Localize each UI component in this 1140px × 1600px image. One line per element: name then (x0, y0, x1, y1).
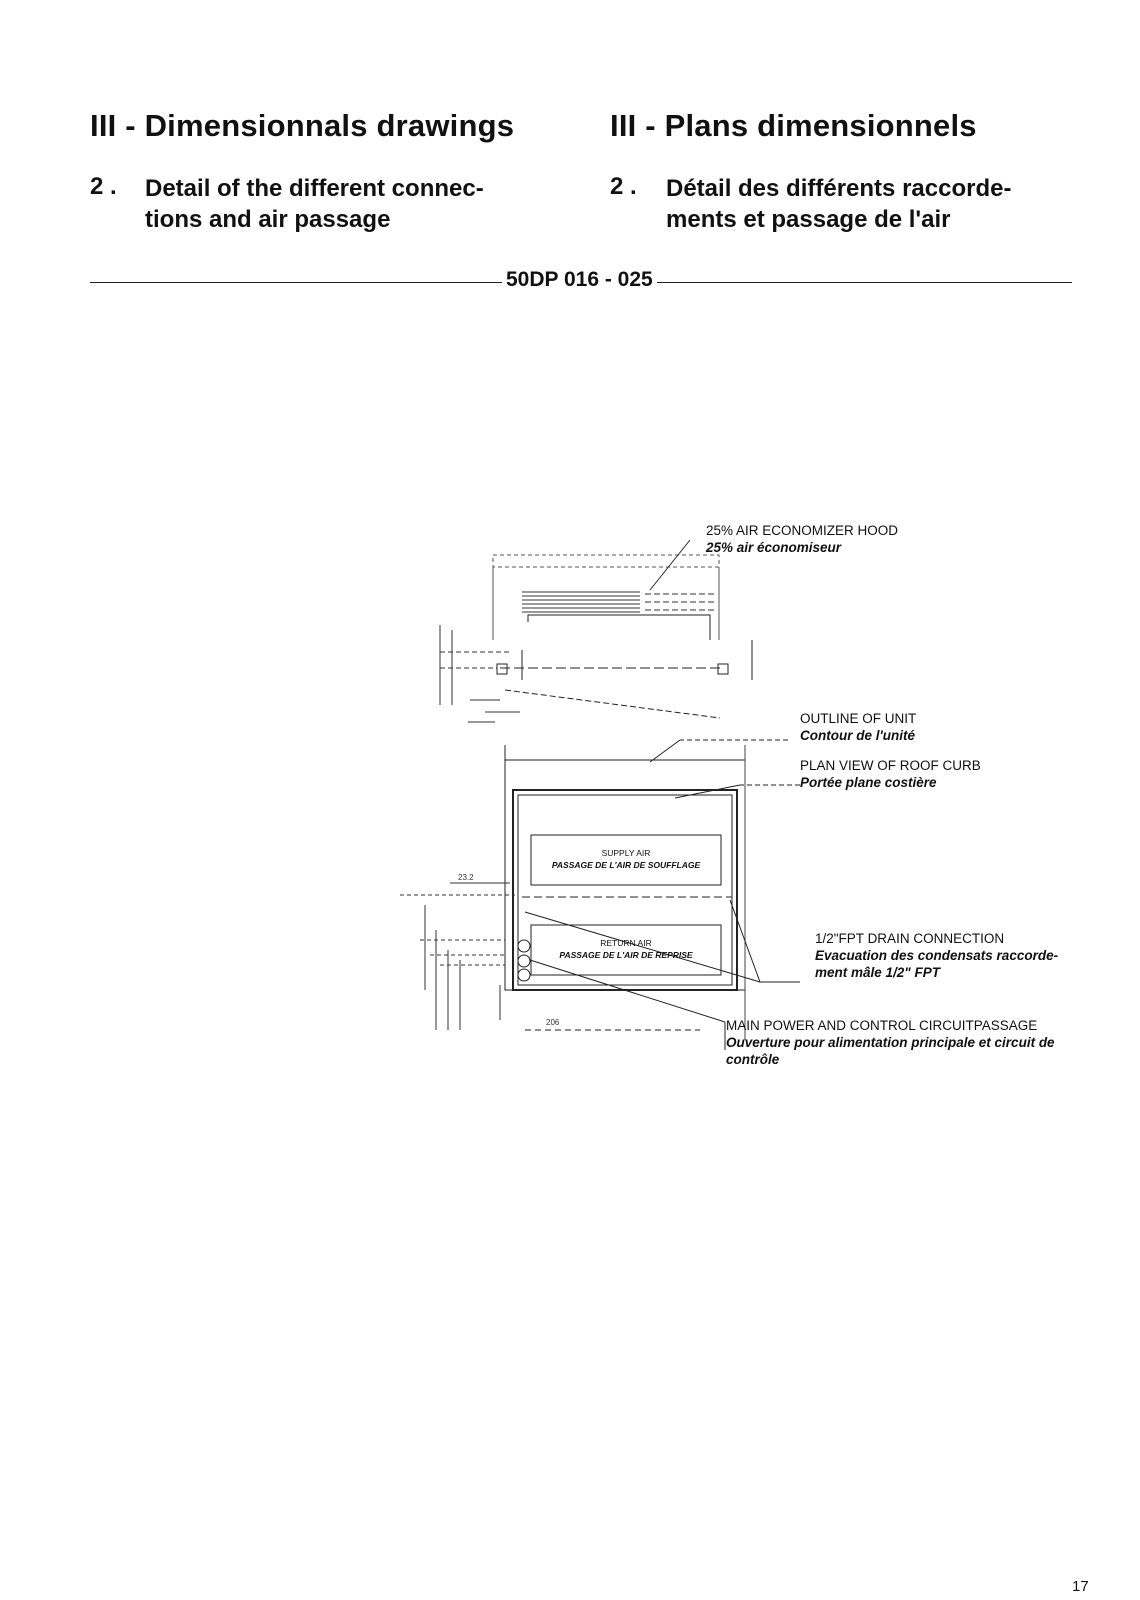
supply-air-label-fr: PASSAGE DE L'AIR DE SOUFFLAGE (552, 860, 701, 870)
callout-drain-fr-line2: ment mâle 1/2" FPT (815, 965, 940, 980)
callout-outline-en: OUTLINE OF UNIT (800, 711, 917, 726)
right-subsection-title-line1: Détail des différents raccorde- (666, 175, 1012, 202)
callout-drain-fr-line1: Evacuation des condensats raccorde- (815, 948, 1059, 963)
dim-bottom-label: 206 (546, 1018, 560, 1027)
leader-curb-diag (674, 784, 741, 799)
hood-right-bracket (717, 663, 729, 675)
model-range: 50DP 016 - 025 (502, 268, 657, 292)
hood-body (527, 614, 711, 640)
knockout-1 (517, 939, 531, 953)
hood-left-bracket (496, 663, 508, 675)
right-section-title: III - Plans dimensionnels (610, 108, 977, 143)
leader-outline-diag (649, 739, 681, 763)
upper-left-dimensions (439, 625, 520, 723)
callout-curb: PLAN VIEW OF ROOF CURB Portée plane cost… (800, 757, 981, 791)
right-subsection-title-line2: ments et passage de l'air (666, 206, 951, 233)
right-subsection-number: 2 . (610, 173, 637, 200)
knockout-2 (517, 954, 531, 968)
callout-power-fr-line2: contrôle (726, 1052, 780, 1067)
return-air-label-fr: PASSAGE DE L'AIR DE REPRISE (559, 950, 692, 960)
callout-curb-fr: Portée plane costière (800, 775, 937, 790)
unit-outline-inner (517, 794, 733, 986)
callout-outline: OUTLINE OF UNIT Contour de l'unité (800, 710, 916, 744)
callout-drain: 1/2"FPT DRAIN CONNECTION Evacuation des … (815, 930, 1058, 981)
supply-air-opening (530, 834, 722, 886)
callout-hood-fr: 25% air économiseur (706, 540, 842, 555)
return-air-label: RETURN AIR (600, 938, 651, 948)
left-subsection-title-line1: Detail of the different connec- (145, 175, 484, 202)
return-air-opening (530, 924, 722, 976)
callout-power: MAIN POWER AND CONTROL CIRCUITPASSAGE Ou… (726, 1017, 1055, 1068)
leader-drain-2 (524, 911, 761, 983)
callout-power-fr-line1: Ouverture pour alimentation principale e… (726, 1035, 1055, 1050)
callout-drain-en: 1/2"FPT DRAIN CONNECTION (815, 931, 1005, 946)
callout-hood: 25% AIR ECONOMIZER HOOD 25% air économis… (706, 522, 898, 556)
right-subsection-title: Détail des différents raccorde- ments et… (666, 173, 1011, 235)
callout-curb-en: PLAN VIEW OF ROOF CURB (800, 758, 981, 773)
lower-left-dimensions (400, 882, 515, 1030)
left-subsection-number: 2 . (90, 173, 117, 200)
supply-air-label: SUPPLY AIR (602, 848, 651, 858)
leader-hood (649, 539, 691, 591)
callout-power-en: MAIN POWER AND CONTROL CIRCUITPASSAGE (726, 1018, 1038, 1033)
knockout-3 (517, 968, 531, 982)
leader-power-diag (529, 959, 726, 1023)
hood-louvers (522, 591, 715, 613)
callout-outline-fr: Contour de l'unité (800, 728, 915, 743)
outline-guide-line (504, 689, 721, 719)
unit-outline (512, 789, 738, 991)
callout-hood-en: 25% AIR ECONOMIZER HOOD (706, 523, 899, 538)
hood-frame (492, 554, 720, 568)
dim-left-label: 23.2 (458, 873, 474, 882)
left-subsection-title: Detail of the different connec- tions an… (145, 173, 484, 235)
left-subsection-title-line2: tions and air passage (145, 206, 391, 233)
page-number: 17 (1072, 1578, 1089, 1595)
left-section-title: III - Dimensionnals drawings (90, 108, 515, 143)
leader-drain (729, 899, 800, 983)
